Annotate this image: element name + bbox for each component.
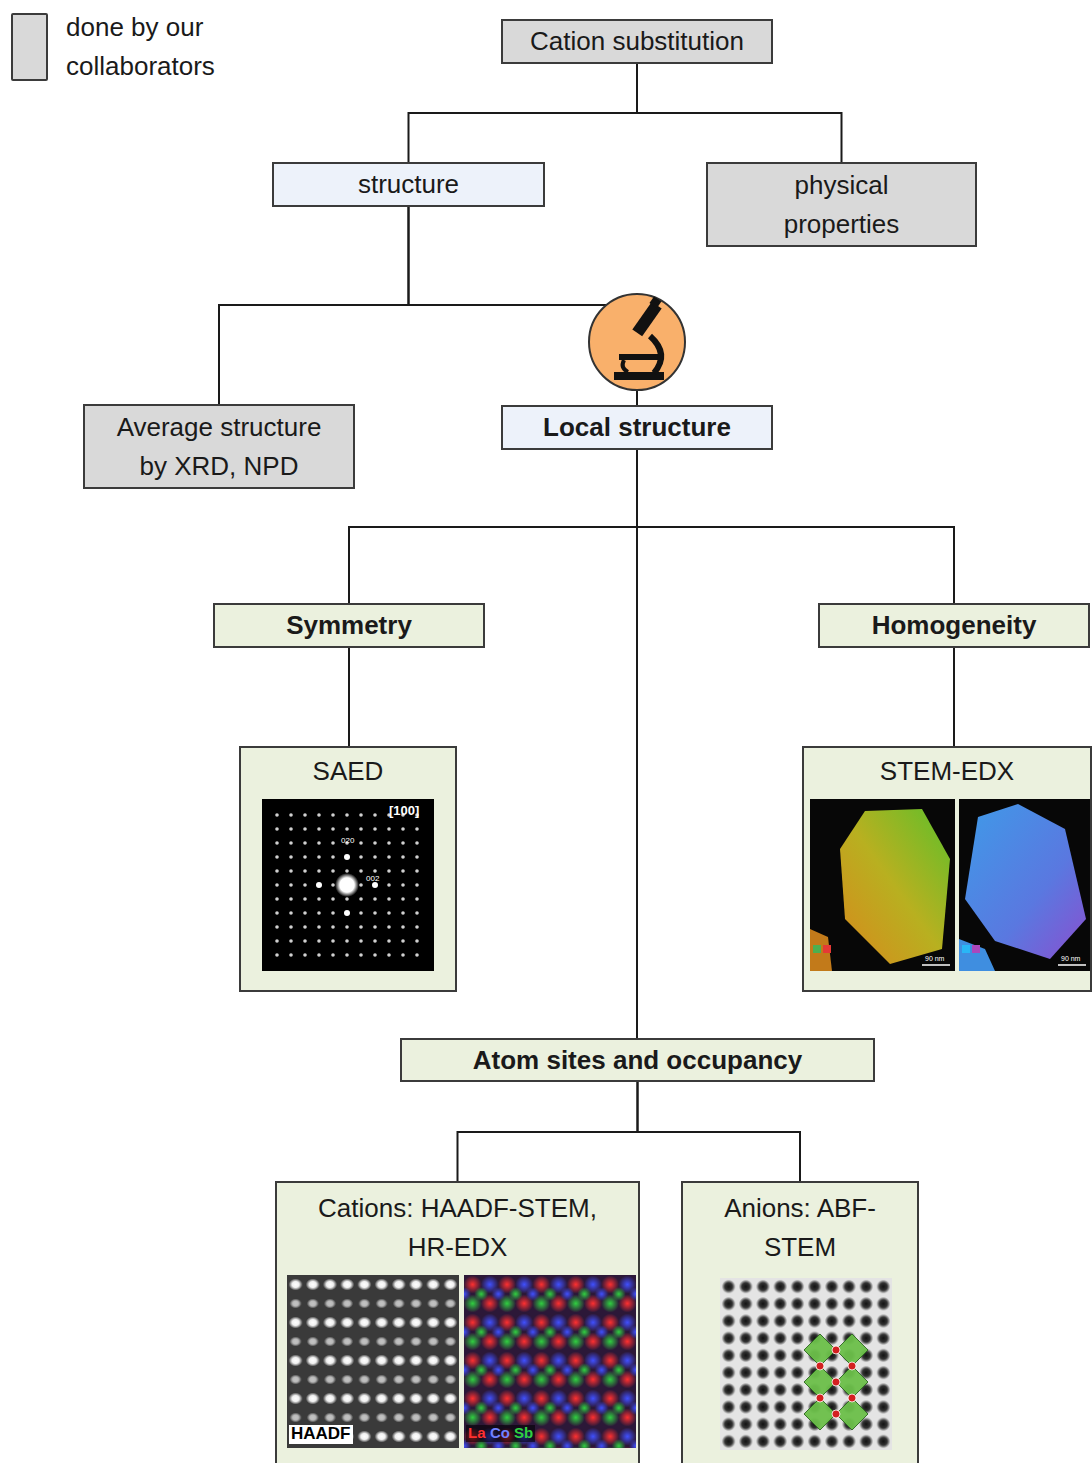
zone-axis-label: [100] <box>389 804 419 818</box>
panel-heading: Anions: ABF-STEM <box>692 1189 908 1267</box>
box-label: Local structure <box>535 408 739 447</box>
category-box: Local structure <box>501 405 773 450</box>
edx-maps: 90 nm 90 nm <box>810 799 1090 971</box>
box-label: physical properties <box>749 166 935 244</box>
tree-connector <box>637 64 842 162</box>
tree-connector <box>636 450 638 1038</box>
category-box: structure <box>272 162 545 207</box>
panel-heading: Cations: HAADF-STEM, HR-EDX <box>285 1189 631 1267</box>
reflection-index: 020 <box>341 837 354 846</box>
tree-connector <box>953 648 955 746</box>
topic-box: Symmetry <box>213 603 485 648</box>
tree-connector <box>348 648 350 746</box>
box-label: Homogeneity <box>864 606 1045 645</box>
category-box: physical properties <box>706 162 977 247</box>
saed-pattern: [100] 020 002 <box>262 799 434 971</box>
panel-heading: SAED <box>305 752 392 791</box>
topic-box: Atom sites and occupancy <box>400 1038 875 1082</box>
process-box: Cation substitution <box>501 19 773 64</box>
box-label: Average structure by XRD, NPD <box>99 408 340 486</box>
box-label: structure <box>350 165 467 204</box>
scale-bar-label: 90 nm <box>925 955 944 963</box>
method-panel: STEM-EDX 90 nm 90 nm <box>802 746 1092 992</box>
method-panel: Cations: HAADF-STEM, HR-EDX <box>275 1181 640 1463</box>
edx-map-images <box>810 799 1090 971</box>
tree-connector <box>219 207 409 404</box>
diffraction-image <box>262 799 434 971</box>
box-label: Cation substitution <box>522 22 752 61</box>
method-box: Average structure by XRD, NPD <box>83 404 355 489</box>
topic-box: Homogeneity <box>818 603 1090 648</box>
scale-bar-label: 90 nm <box>1061 955 1080 963</box>
reflection-index: 002 <box>366 875 379 884</box>
box-label: Symmetry <box>278 606 420 645</box>
box-label: Atom sites and occupancy <box>465 1041 810 1080</box>
cation-images: HAADF LaCoSb <box>287 1275 636 1448</box>
haadf-and-edx-images <box>287 1275 636 1448</box>
element-label: Sb <box>512 1425 535 1442</box>
abf-image <box>720 1278 892 1450</box>
element-label: Co <box>488 1425 512 1442</box>
tree-connector <box>458 1082 638 1181</box>
image-label: HAADF <box>289 1425 353 1444</box>
tree-connector <box>637 450 954 603</box>
tree-connector <box>638 1082 801 1181</box>
panel-heading: STEM-EDX <box>872 752 1022 791</box>
method-panel: Anions: ABF-STEM <box>681 1181 919 1463</box>
element-label: La <box>466 1425 488 1442</box>
legend-swatch <box>11 13 48 81</box>
abf-stem-image <box>720 1278 892 1450</box>
tree-connector <box>349 450 637 603</box>
legend-text: done by our collaborators <box>66 8 256 86</box>
tree-connector <box>409 64 638 162</box>
method-panel: SAED [100] 020 002 <box>239 746 457 992</box>
